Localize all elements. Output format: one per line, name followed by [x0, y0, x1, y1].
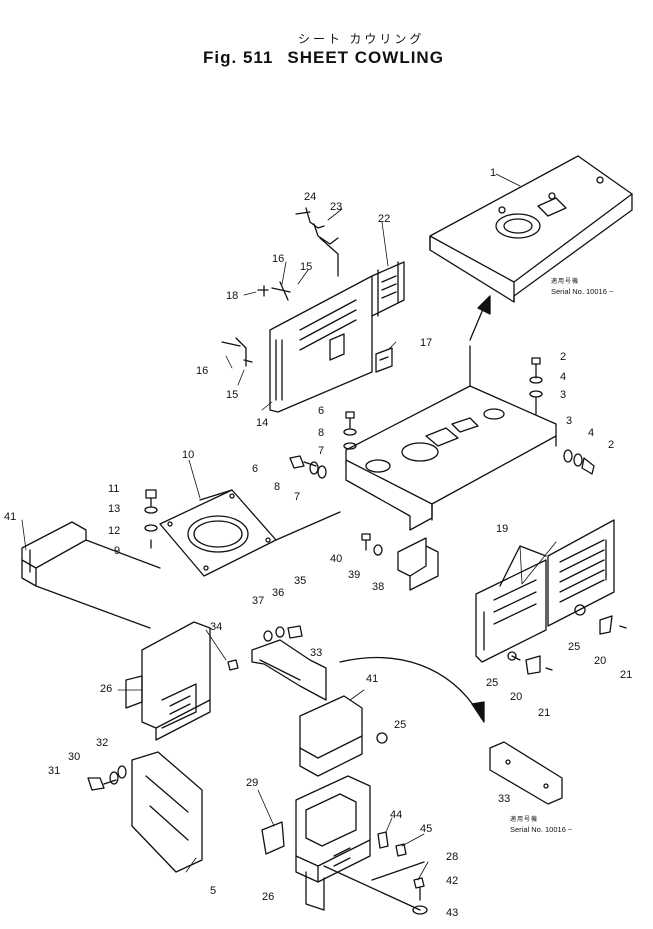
callout-31: 31: [48, 765, 60, 777]
callout-21: 21: [538, 707, 550, 719]
part-bracket-26-lower: [295, 775, 371, 911]
callout-34: 34: [210, 621, 222, 633]
callout-4: 4: [588, 427, 594, 439]
callout-39: 39: [348, 569, 360, 581]
callout-11: 11: [108, 483, 119, 495]
callout-16: 16: [196, 365, 208, 377]
callout-4: 4: [560, 371, 566, 383]
callout-15: 15: [226, 389, 238, 401]
part-bracket-38: [361, 533, 439, 591]
callout-20: 20: [510, 691, 522, 703]
callout-5: 5: [210, 885, 216, 897]
serial-note-top: 適用号機 Serial No. 10016 ~: [551, 278, 613, 296]
part-bracket-left: [21, 521, 161, 629]
callout-35: 35: [294, 575, 306, 587]
callout-28: 28: [446, 851, 458, 863]
part-latches-right: [507, 604, 627, 675]
part-plate-5: [87, 751, 203, 873]
callout-8: 8: [274, 481, 280, 493]
part-side-panels-right: [475, 519, 615, 663]
part-plate-33: [227, 625, 327, 701]
callout-3: 3: [566, 415, 572, 427]
callout-15: 15: [300, 261, 312, 273]
part-main-frame: [345, 345, 557, 531]
callout-24: 24: [304, 191, 316, 203]
callout-37: 37: [252, 595, 264, 607]
part-plate-33-lower: [489, 741, 563, 805]
callout-9: 9: [114, 545, 120, 557]
callout-10: 10: [182, 449, 194, 461]
callout-25: 25: [568, 641, 580, 653]
callout-13: 13: [108, 503, 120, 515]
callout-38: 38: [372, 581, 384, 593]
callout-45: 45: [420, 823, 432, 835]
callout-30: 30: [68, 751, 80, 763]
callout-25: 25: [486, 677, 498, 689]
callout-43: 43: [446, 907, 458, 919]
callout-22: 22: [378, 213, 390, 225]
callout-26: 26: [262, 891, 274, 903]
figure-name: SHEET COWLING: [287, 48, 444, 67]
serial-note-bottom-text: Serial No. 10016 ~: [510, 825, 573, 834]
callout-20: 20: [594, 655, 606, 667]
callout-36: 36: [272, 587, 284, 599]
part-bracket-26-upper: [125, 621, 211, 741]
callout-labels: 1 2 4 3 3 4 2 24 23 22 16 15 18 17 16 15…: [4, 167, 632, 919]
callout-25: 25: [394, 719, 406, 731]
serial-note-bottom-jp: 適用号機: [510, 817, 539, 823]
callout-29: 29: [246, 777, 258, 789]
callout-18: 18: [226, 290, 238, 302]
title-japanese: シート カウリング: [298, 32, 425, 46]
part-hood-cover: [429, 155, 633, 303]
part-bolts-center: [289, 411, 357, 479]
part-hardware-lower: [261, 821, 428, 915]
callout-21: 21: [620, 669, 632, 681]
callout-41: 41: [4, 511, 16, 523]
serial-note-top-jp: 適用号機: [551, 279, 580, 285]
assembly-arrow-up: [469, 295, 491, 341]
serial-note-top-text: Serial No. 10016 ~: [551, 287, 614, 296]
part-bolts-right: [529, 357, 595, 475]
callout-2: 2: [560, 351, 566, 363]
callout-7: 7: [318, 445, 324, 457]
serial-note-bottom: 適用号機 Serial No. 10016 ~: [510, 816, 572, 834]
part-bracket-41: [299, 695, 388, 777]
callout-2: 2: [608, 439, 614, 451]
part-side-panel-left: [269, 261, 405, 413]
callout-44: 44: [390, 809, 402, 821]
leader-lines: [21, 173, 557, 881]
callout-23: 23: [330, 201, 342, 213]
callout-16: 16: [272, 253, 284, 265]
callout-3: 3: [560, 389, 566, 401]
assembly-arrow-curved: [339, 656, 485, 723]
callout-6: 6: [318, 405, 324, 417]
callout-42: 42: [446, 875, 458, 887]
part-round-plate: [159, 489, 341, 577]
callout-33: 33: [310, 647, 322, 659]
callout-19: 19: [496, 523, 508, 535]
part-bolts-left: [144, 489, 158, 549]
callout-33: 33: [498, 793, 510, 805]
callout-32: 32: [96, 737, 108, 749]
callout-8: 8: [318, 427, 324, 439]
callout-26: 26: [100, 683, 112, 695]
callout-17: 17: [420, 337, 432, 349]
callout-12: 12: [108, 525, 120, 537]
callout-1: 1: [490, 167, 496, 179]
figure-title: Fig. 511 SHEET COWLING: [203, 48, 458, 68]
callout-6: 6: [252, 463, 258, 475]
callout-7: 7: [294, 491, 300, 503]
callout-14: 14: [256, 417, 268, 429]
part-small-plate: [375, 347, 393, 373]
part-hinge-hardware: [221, 207, 339, 367]
callout-41: 41: [366, 673, 378, 685]
figure-number: Fig. 511: [203, 48, 274, 67]
callout-40: 40: [330, 553, 342, 565]
